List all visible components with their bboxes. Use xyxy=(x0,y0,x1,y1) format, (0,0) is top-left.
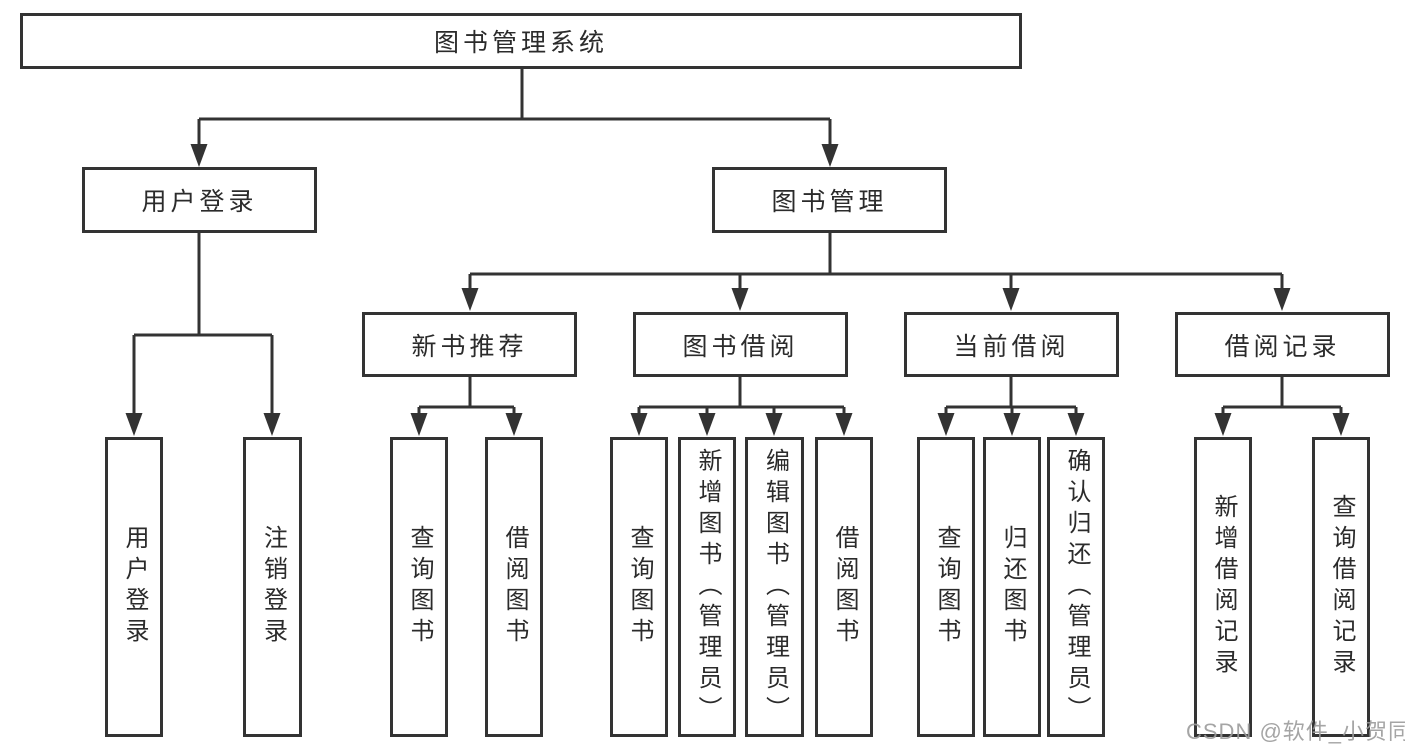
leaf-records-add-record: 新增借阅记录 xyxy=(1194,437,1252,737)
leaf-borrowing-query-books-label: 查询图书 xyxy=(626,525,653,649)
node-user-login: 用户登录 xyxy=(82,167,317,233)
leaf-recommend-query-books-label: 查询图书 xyxy=(406,525,433,649)
leaf-borrowing-borrow-books-label: 借阅图书 xyxy=(831,525,858,649)
edge-root-to-level2 xyxy=(190,69,839,167)
leaf-current-query-books: 查询图书 xyxy=(917,437,975,737)
node-user-login-label: 用户登录 xyxy=(141,188,258,216)
node-borrow-records: 借阅记录 xyxy=(1175,312,1390,377)
leaf-borrowing-add-book-admin: 新增图书（管理员） xyxy=(678,437,736,737)
node-new-book-recommend: 新书推荐 xyxy=(362,312,577,377)
node-book-management-label: 图书管理 xyxy=(771,188,888,216)
leaf-current-confirm-return-admin: 确认归还（管理员） xyxy=(1047,437,1105,737)
leaf-borrowing-borrow-books: 借阅图书 xyxy=(815,437,873,737)
leaf-user-login-label: 用户登录 xyxy=(121,525,148,649)
leaf-user-login: 用户登录 xyxy=(105,437,163,737)
leaf-logout-login-label: 注销登录 xyxy=(259,525,287,649)
node-new-book-recommend-label: 新书推荐 xyxy=(411,332,528,361)
csdn-watermark: CSDN @软件_小贺同学 xyxy=(1186,719,1405,744)
leaf-recommend-borrow-books-label: 借阅图书 xyxy=(501,525,528,649)
edge-new-book-recommend-to-children xyxy=(410,377,523,436)
edge-borrow-records-to-children xyxy=(1214,377,1350,436)
leaf-records-add-record-label: 新增借阅记录 xyxy=(1210,494,1237,680)
leaf-records-query-record-label: 查询借阅记录 xyxy=(1328,494,1355,680)
leaf-records-query-record: 查询借阅记录 xyxy=(1312,437,1370,737)
node-book-borrow-label: 图书借阅 xyxy=(682,332,799,361)
leaf-recommend-query-books: 查询图书 xyxy=(390,437,448,737)
node-root: 图书管理系统 xyxy=(20,13,1022,69)
node-borrow-records-label: 借阅记录 xyxy=(1224,332,1341,361)
edge-current-borrow-to-children xyxy=(937,377,1085,436)
leaf-borrowing-edit-book-admin-label: 编辑图书（管理员） xyxy=(761,447,789,727)
leaf-borrowing-query-books: 查询图书 xyxy=(610,437,668,737)
leaf-current-confirm-return-admin-label: 确认归还（管理员） xyxy=(1063,447,1090,727)
node-book-management: 图书管理 xyxy=(712,167,947,233)
leaf-current-return-books: 归还图书 xyxy=(983,437,1041,737)
edge-book-borrow-to-children xyxy=(630,377,853,436)
leaf-current-return-books-label: 归还图书 xyxy=(999,525,1026,649)
leaf-borrowing-edit-book-admin: 编辑图书（管理员） xyxy=(745,437,804,737)
edge-book-management-to-level3 xyxy=(461,233,1291,311)
leaf-borrowing-add-book-admin-label: 新增图书（管理员） xyxy=(694,447,721,727)
leaf-recommend-borrow-books: 借阅图书 xyxy=(485,437,543,737)
leaf-current-query-books-label: 查询图书 xyxy=(933,525,960,649)
edge-user-login-to-children xyxy=(125,233,281,436)
node-book-borrow: 图书借阅 xyxy=(633,312,848,377)
node-current-borrow-label: 当前借阅 xyxy=(953,332,1070,361)
node-root-label: 图书管理系统 xyxy=(433,29,608,57)
leaf-logout-login: 注销登录 xyxy=(243,437,302,737)
node-current-borrow: 当前借阅 xyxy=(904,312,1119,377)
